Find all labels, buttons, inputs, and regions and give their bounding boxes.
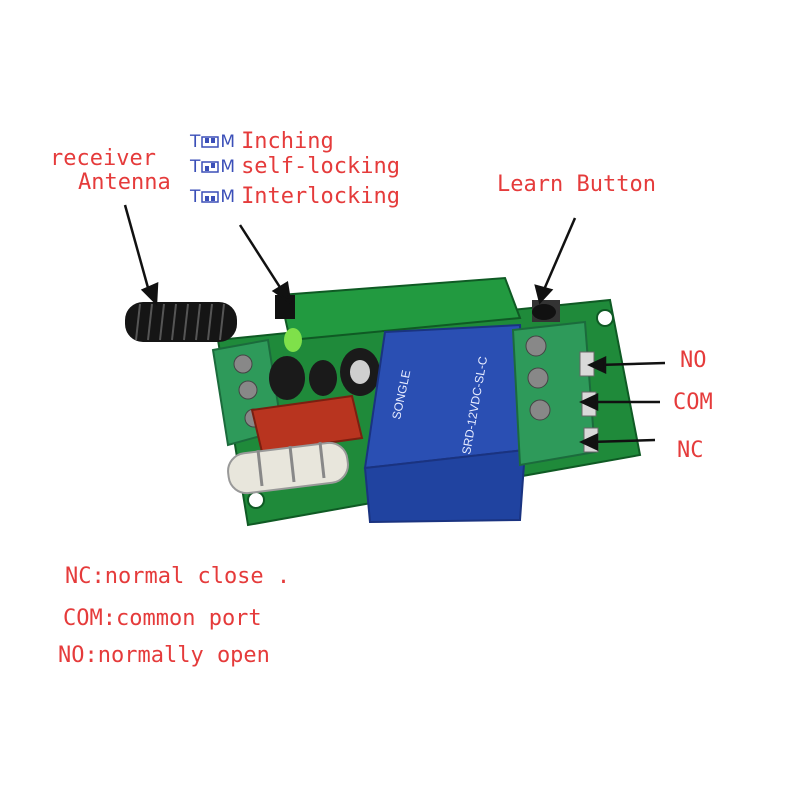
mode-jumper-arrow: [238, 224, 292, 305]
learn-button-arrow: [534, 217, 577, 305]
interlocking-switch-icon: T M: [190, 187, 236, 207]
antenna-coil: [125, 302, 237, 342]
power-resistor: [227, 441, 349, 495]
self-locking-switch-icon: T M: [190, 157, 236, 177]
mode-interlocking: T M Interlocking: [190, 186, 400, 208]
inching-switch-icon: T M: [190, 132, 236, 152]
com-label: COM: [673, 390, 713, 415]
com-arrow: [579, 393, 660, 411]
learn-button-label: Learn Button: [497, 172, 656, 197]
mode-inching-label: Inching: [241, 129, 334, 154]
mode-self-locking-label: self-locking: [241, 154, 401, 179]
receiver-daughter-board: [278, 276, 522, 342]
legend-nc: NC:normal close .: [65, 564, 291, 589]
legend-no: NO:normally open: [58, 643, 270, 668]
no-arrow: [587, 356, 666, 374]
film-capacitor: [250, 394, 364, 454]
mode-self-locking: T M self-locking: [190, 156, 400, 178]
relay: SONGLE SRD-12VDC-SL-C: [363, 323, 527, 524]
antenna-arrow: [123, 204, 159, 306]
status-led: [284, 328, 302, 352]
antenna-label: Antenna: [78, 170, 171, 195]
mode-inching: T M Inching: [190, 131, 334, 153]
mounting-hole: [247, 491, 265, 509]
nc-arrow: [579, 433, 656, 451]
receiver-label: receiver: [50, 146, 156, 171]
learn-button: [532, 300, 560, 322]
legend-com: COM:common port: [63, 606, 262, 631]
mounting-hole: [596, 309, 614, 327]
mode-interlocking-label: Interlocking: [241, 184, 401, 209]
nc-label: NC: [677, 438, 704, 463]
electrolytic-capacitors: [269, 348, 380, 400]
no-label: NO: [680, 348, 707, 373]
